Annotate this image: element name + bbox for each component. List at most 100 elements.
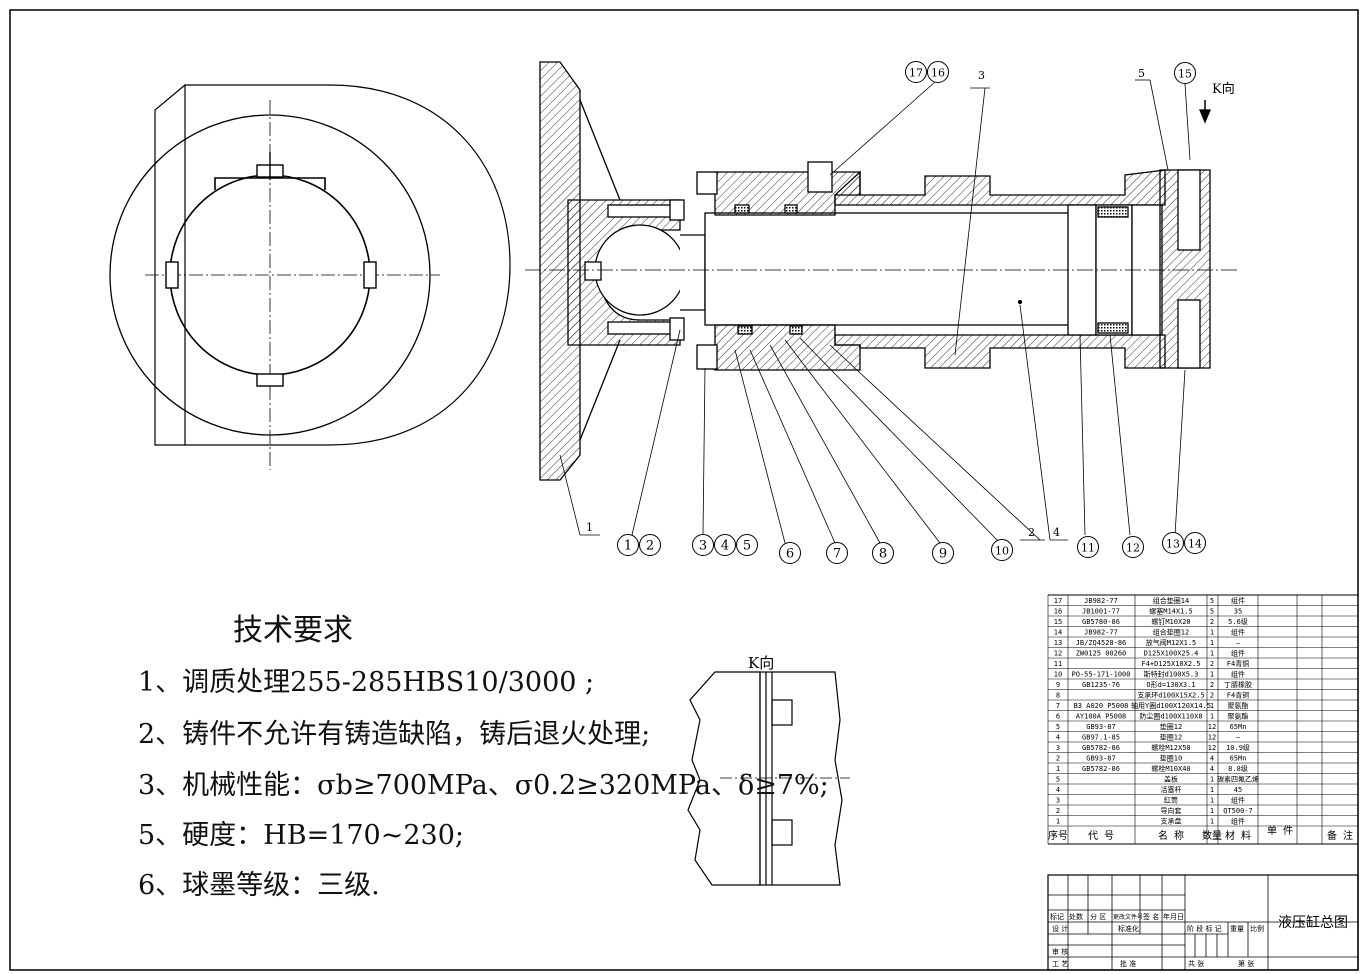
bom-row-code: JB982-77 <box>1084 629 1118 637</box>
svg-text:16: 16 <box>931 67 945 80</box>
bom-row-no: 12 <box>1054 650 1062 658</box>
balloon-9: 9 <box>932 542 954 564</box>
svg-text:6: 6 <box>786 547 794 562</box>
bom-row-qty: 5 <box>1210 597 1214 605</box>
bom-row-qty: 1 <box>1210 639 1214 647</box>
bom-row-name: 组合垫圈14 <box>1153 596 1189 605</box>
bom-row-code: JB/ZQ4528-86 <box>1076 639 1127 647</box>
bom-row-no: 16 <box>1054 608 1062 616</box>
bom-row-qty: 2 <box>1210 660 1214 668</box>
bom-row-no: 2 <box>1056 807 1060 815</box>
bom-row-material: — <box>1236 639 1241 647</box>
bom-row-material: 组件 <box>1231 670 1245 679</box>
balloon-7: 7 <box>826 542 848 564</box>
bom-row-name: 螺栓M10X40 <box>1151 764 1190 773</box>
balloon-12: 12 <box>1122 536 1144 558</box>
k-view <box>687 671 850 886</box>
svg-text:8: 8 <box>879 547 887 562</box>
balloon-14: 14 <box>1184 532 1206 554</box>
tech-requirement-2: 2、铸件不允许有铸造缺陷，铸后退火处理; <box>138 719 651 750</box>
bom-row-no: 1 <box>1056 765 1060 773</box>
svg-text:14: 14 <box>1188 538 1202 551</box>
k-direction-label: K向 <box>1212 81 1235 97</box>
bom-row-material: 聚氨酯 <box>1228 701 1249 710</box>
bom-row-no: 7 <box>1056 702 1060 710</box>
bom-row-name: 缸筒 <box>1164 796 1178 805</box>
tb-approve: 批 准 <box>1120 959 1136 968</box>
bom-row-qty: 1 <box>1210 807 1214 815</box>
bom-row-name: F4+D125X10X2.5 <box>1141 660 1200 668</box>
bom-row-material: 5.6级 <box>1228 617 1248 626</box>
bom-row-name: 螺栓M12X50 <box>1151 743 1190 752</box>
bom-row-code: B3 A020 P5008 <box>1074 702 1129 710</box>
bom-row-material: 35 <box>1234 608 1242 616</box>
balloon-6: 6 <box>779 542 801 564</box>
bom-row-material: F4青铜 <box>1227 659 1249 668</box>
bom-row-name: 螺钉M10X20 <box>1151 617 1190 626</box>
bom-row-no: 4 <box>1056 734 1060 742</box>
bom-row-qty: 2 <box>1210 681 1214 689</box>
bom-row-qty: 1 <box>1210 797 1214 805</box>
bom-header-unit: 单 件 <box>1267 825 1293 837</box>
tech-requirement-5: 5、硬度：HB=170~230; <box>138 820 464 851</box>
svg-text:11: 11 <box>1081 542 1095 555</box>
bom-row-material: 组件 <box>1231 796 1245 805</box>
svg-text:9: 9 <box>939 547 947 562</box>
svg-text:3: 3 <box>699 539 707 554</box>
bom-row-no: 8 <box>1056 692 1060 700</box>
bom-header-code: 代 号 <box>1088 830 1114 842</box>
bom-row-no: 14 <box>1054 629 1062 637</box>
drawing-frame <box>9 9 1359 971</box>
svg-text:1: 1 <box>624 539 632 554</box>
bom-row-name: 垫圈10 <box>1160 754 1182 763</box>
bom-row-qty: 2 <box>1210 618 1214 626</box>
balloon-11: 11 <box>1077 536 1099 558</box>
bom-row-material: F4青铜 <box>1227 691 1249 700</box>
tech-requirements-title: 技术要求 <box>233 613 353 648</box>
bom-row-no: 3 <box>1056 744 1060 752</box>
bom-row-material: 10.9级 <box>1226 743 1250 752</box>
bom-row-qty: 1 <box>1210 818 1214 826</box>
bom-row-name: 支承环d100X15X2.5 <box>1137 691 1204 700</box>
tb-change-doc: 更改文件号 <box>1113 913 1143 921</box>
section-view <box>525 61 1240 481</box>
bom-row-name: 盖板 <box>1164 775 1178 784</box>
bom-row-name: 支承盘 <box>1161 817 1182 826</box>
bom-row-no: 1 <box>1056 818 1060 826</box>
bom-row-code: PO-55-171-1000 <box>1071 671 1130 679</box>
bom-row-no: 9 <box>1056 681 1060 689</box>
tb-design: 设 计 <box>1052 924 1068 933</box>
bom-header-qty: 数量 <box>1202 829 1222 842</box>
bom-header-material: 材 料 <box>1225 829 1251 842</box>
bom-row-material: 组件 <box>1231 817 1245 826</box>
balloon-5: 5 <box>736 534 758 556</box>
bom-row-material: 65Mn <box>1230 755 1247 763</box>
svg-text:15: 15 <box>1178 68 1192 81</box>
bom-row-code: GB5782-86 <box>1082 765 1120 773</box>
tb-zone: 分 区 <box>1090 912 1106 921</box>
bom-row-code: GB5780-86 <box>1082 618 1120 626</box>
bom-row-material: 组件 <box>1231 649 1245 658</box>
tb-date: 年月日 <box>1163 912 1184 921</box>
tb-marks: 标记 <box>1050 912 1064 921</box>
bom-row-code: AY100A P5008 <box>1076 713 1127 721</box>
bom-row-material: QT500-7 <box>1223 807 1253 815</box>
bom-row-qty: 1 <box>1210 702 1214 710</box>
bom-row-qty: 4 <box>1210 765 1214 773</box>
balloon-3: 3 <box>692 534 714 556</box>
bom-row-material: 45 <box>1234 786 1242 794</box>
bom-row-material: 聚氨酯 <box>1228 712 1249 721</box>
bom-row-qty: 1 <box>1210 629 1214 637</box>
bom-row-no: 6 <box>1056 713 1060 721</box>
bom-row-qty: 1 <box>1210 713 1214 721</box>
bom-row-code: GB93-87 <box>1086 723 1116 731</box>
bom-row-code: GB93-87 <box>1086 755 1116 763</box>
svg-text:5: 5 <box>743 539 751 554</box>
balloon-1: 1 <box>617 534 639 556</box>
bom-row-material: 丁腈橡胶 <box>1224 680 1252 689</box>
balloon-16: 16 <box>927 61 949 83</box>
svg-text:17: 17 <box>909 67 923 80</box>
bom-row-code: GB97.1-85 <box>1082 734 1120 742</box>
